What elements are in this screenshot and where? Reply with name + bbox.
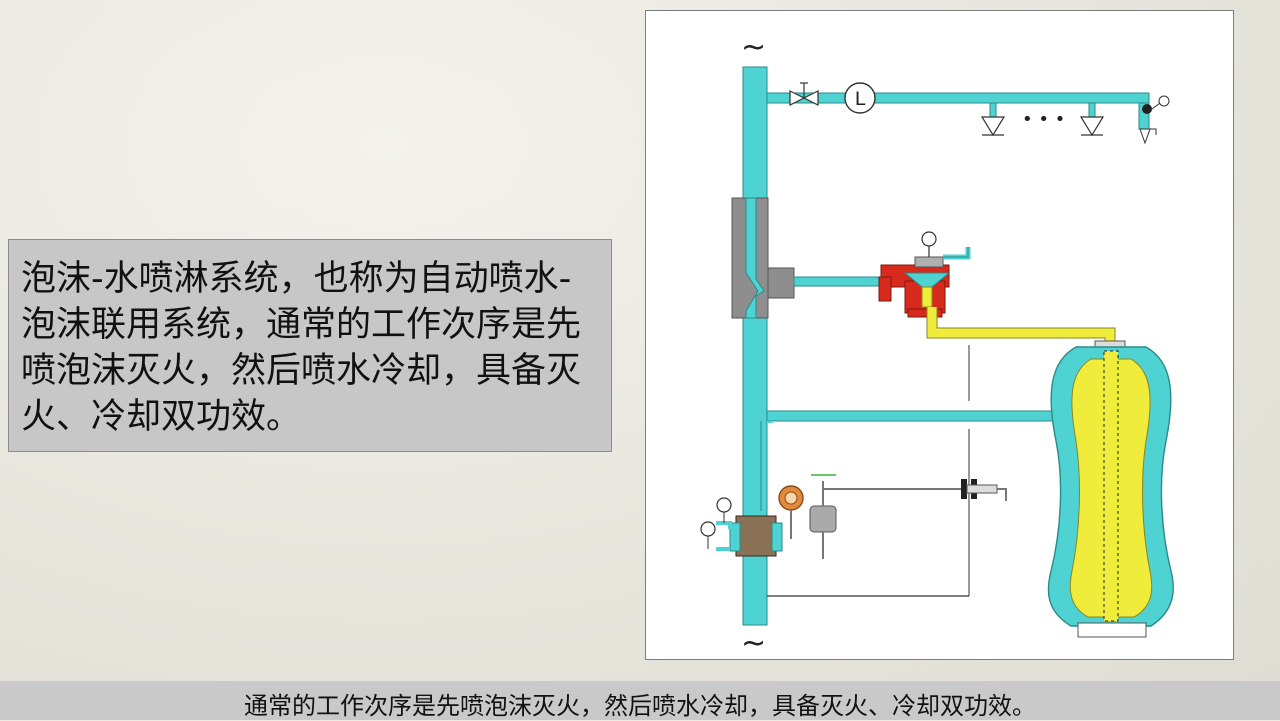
riser-junction (767, 421, 773, 423)
end-test-device-icon (1139, 95, 1170, 145)
sprinkler-branch-pipe (766, 92, 1150, 104)
pipe-break-bottom: ~ (741, 626, 766, 661)
diagram-svg: ~ ~ L • • • (700, 30, 1174, 661)
foam-proportioner-icon (731, 197, 795, 319)
foam-water-system-diagram: ~ ~ L • • • (645, 10, 1234, 661)
description-panel: 泡沫-水喷淋系统，也称为自动喷水-泡沫联用系统，通常的工作次序是先喷泡沫灭火，然… (8, 239, 612, 452)
alarm-valve-icon (700, 497, 783, 557)
foam-bladder-tank-icon (1047, 340, 1174, 638)
gate-valve-icon (789, 82, 819, 106)
subtitle-bar: 通常的工作次序是先喷泡沫灭火，然后喷水冷却，具备灭火、冷却双功效。 (0, 681, 1280, 720)
sprinkler-head-icon (980, 102, 1006, 137)
tank-water-supply-pipe (766, 410, 1061, 422)
retard-chamber-icon (809, 481, 837, 559)
water-motor-alarm-bell-icon (961, 479, 1007, 501)
pipe-break-top: ~ (741, 30, 766, 65)
subtitle-text: 通常的工作次序是先喷泡沫灭火，然后喷水冷却，具备灭火、冷却双功效。 (244, 692, 1036, 720)
flow-indicator-icon: L (844, 82, 876, 114)
foam-control-valve-icon (878, 231, 971, 318)
sprinkler-ellipsis: • • • (1022, 109, 1065, 130)
foam-supply-pipe (793, 276, 890, 287)
pressure-switch-icon (778, 485, 804, 539)
flow-indicator-label: L (855, 88, 866, 110)
foam-concentrate-pipe (927, 307, 1115, 343)
description-text: 泡沫-水喷淋系统，也称为自动喷水-泡沫联用系统，通常的工作次序是先喷泡沫灭火，然… (21, 259, 582, 437)
sprinkler-head-icon (1079, 102, 1105, 137)
